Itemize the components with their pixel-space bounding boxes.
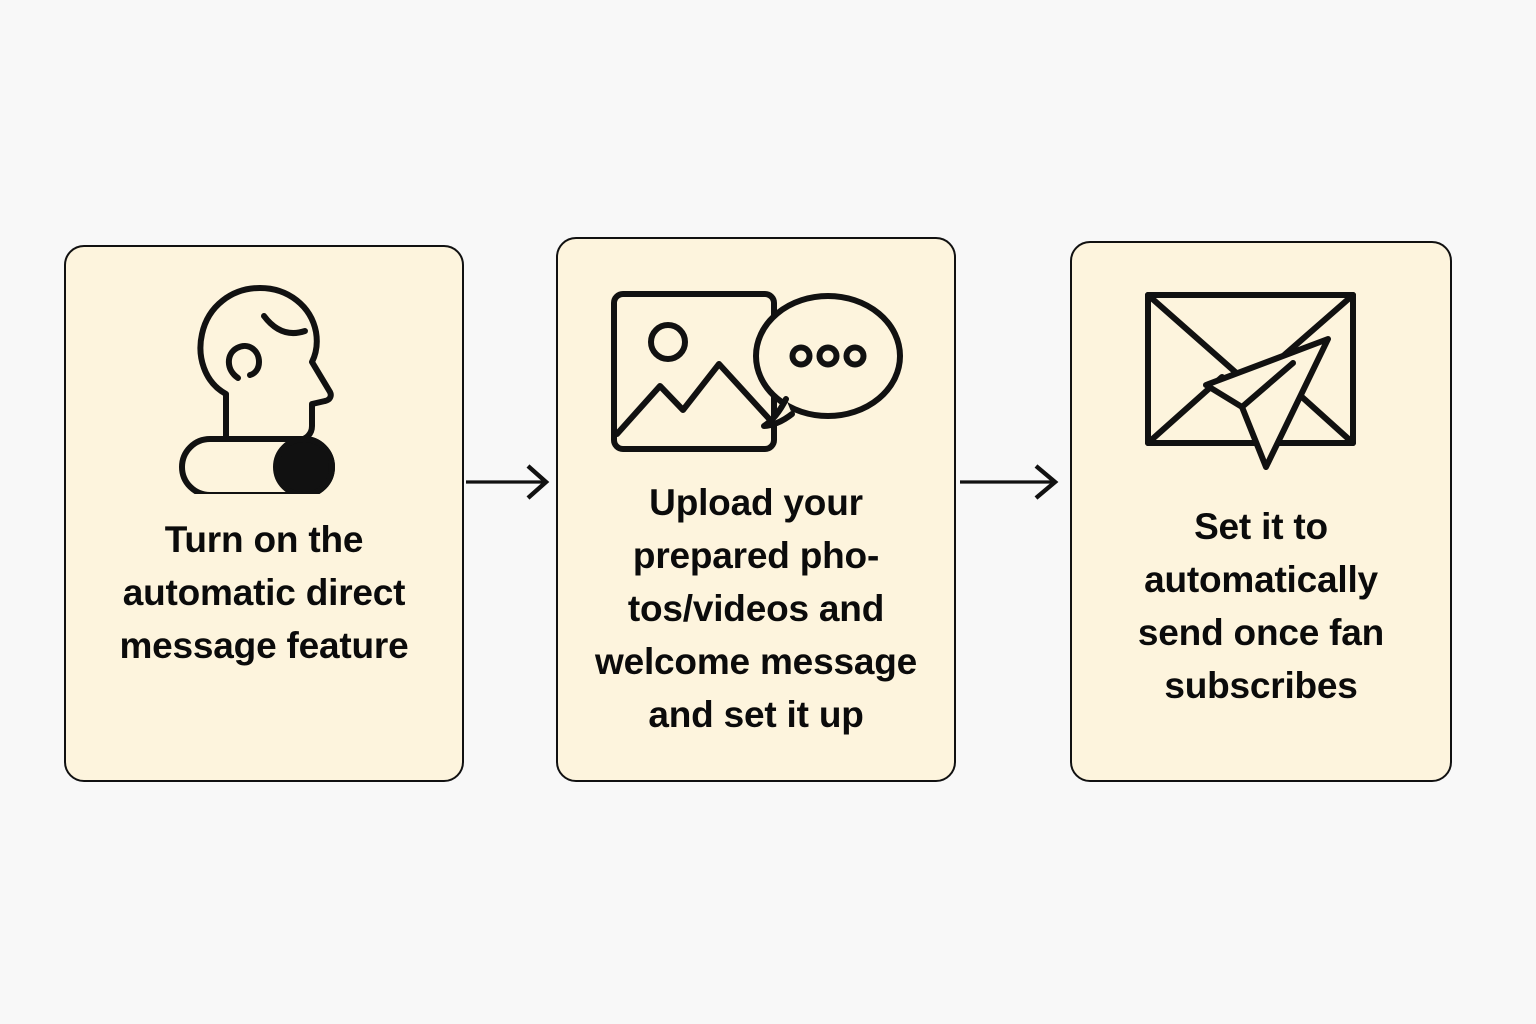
arrow-right-icon xyxy=(960,462,1068,502)
process-step-card-3[interactable]: Set it to automatically send once fan su… xyxy=(1070,241,1452,782)
process-step-caption-1: Turn on the automatic direct message fea… xyxy=(119,519,409,666)
process-step-caption-3: Set it to automatically send once fan su… xyxy=(1137,506,1385,706)
envelope-paper-plane-icon xyxy=(1072,243,1450,490)
arrow-right-icon xyxy=(466,462,558,502)
process-step-card-2[interactable]: Upload your prepared pho- tos/videos and… xyxy=(556,237,956,782)
head-profile-toggle-icon xyxy=(66,247,462,509)
process-step-caption-2: Upload your prepared pho- tos/videos and… xyxy=(595,482,917,735)
process-step-card-1[interactable]: Turn on the automatic direct message fea… xyxy=(64,245,464,782)
image-speech-bubble-icon xyxy=(558,239,954,474)
